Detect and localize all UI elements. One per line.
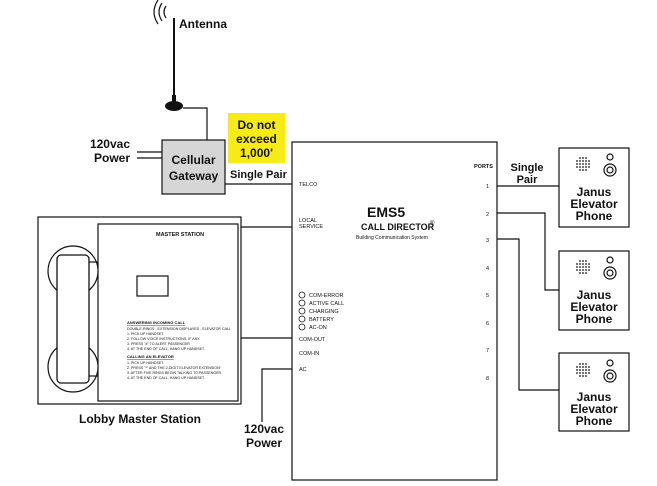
- phone-label-line1: Janus: [577, 185, 612, 199]
- local-service-label-1: LOCAL: [299, 218, 317, 224]
- ems5-title: EMS5: [367, 204, 405, 220]
- ac-on-led-label: AC-ON: [309, 325, 327, 331]
- antenna-icon: [153, 0, 183, 111]
- phone-label-line2: Elevator: [570, 197, 618, 211]
- instruction-line: DOUBLE-RINGS - EXTENSION DISPLAYED - ELE…: [127, 327, 231, 331]
- phone-label-line2: Elevator: [570, 402, 618, 416]
- indicator-light-icon: [606, 359, 614, 367]
- single-pair-left-label: Single Pair: [230, 169, 288, 181]
- active-call-led-label: ACTIVE CALL: [309, 301, 344, 307]
- instruction-line: 3. PRESS "#" TO ALERT PASSENGER: [127, 342, 190, 346]
- charging-led-label: CHARGING: [309, 309, 339, 315]
- port-2-wire: [497, 212, 559, 291]
- cellular-gateway-box: [161, 139, 226, 195]
- single-pair-right-line1: Single: [510, 162, 543, 174]
- telco-label: TELCO: [299, 182, 318, 188]
- power-top-line1: 120vac: [90, 137, 130, 151]
- battery-led-label: BATTERY: [309, 317, 334, 323]
- gateway-line2: Gateway: [169, 169, 219, 183]
- phone-label-line3: Phone: [576, 209, 613, 223]
- ac-on-led: [298, 323, 306, 331]
- port-3-wire: [497, 238, 559, 391]
- instruction-line: 1. PICK UP HANDSET.: [127, 361, 164, 365]
- active-call-led: [298, 299, 306, 307]
- speaker-grille-icon: [576, 363, 590, 377]
- port-number: 8: [486, 376, 489, 382]
- indicator-light-icon: [606, 256, 614, 264]
- janus-elevator-phone: Janus Elevator Phone: [558, 250, 630, 331]
- phone-label-line2: Elevator: [570, 300, 618, 314]
- ems5-call-director-box: [291, 141, 498, 481]
- port-number: 3: [486, 238, 489, 244]
- instruction-line: 2. FOLLOW VOICE INSTRUCTIONS, IF ANY.: [127, 337, 200, 341]
- port-number: 2: [486, 212, 489, 218]
- com-error-led-label: COM-ERROR: [309, 293, 344, 299]
- ems5-subtitle: CALL DIRECTOR: [361, 222, 435, 232]
- power-top-line2: Power: [94, 151, 130, 165]
- ac-power-wire: [261, 368, 292, 422]
- port-number: 1: [486, 184, 489, 190]
- ems5-registered-mark: ®: [430, 220, 435, 227]
- speaker-grille-icon: [576, 260, 590, 274]
- port-number: 4: [486, 266, 489, 272]
- status-led-list: COM-ERROR ACTIVE CALL CHARGING BATTERY A…: [298, 291, 344, 331]
- phone-label-line3: Phone: [576, 312, 613, 326]
- warning-line2: exceed: [236, 132, 277, 146]
- ac-label: AC: [299, 367, 307, 373]
- phone-label-line1: Janus: [577, 288, 612, 302]
- handset-icon: [47, 245, 99, 393]
- phone-label-line3: Phone: [576, 414, 613, 428]
- instruction-line: 4. AT THE END OF CALL, HANG UP HANDSET.: [127, 347, 205, 351]
- ems5-tagline: Building Communication System: [356, 235, 428, 241]
- gateway-line1: Cellular: [171, 153, 215, 167]
- janus-elevator-phone: Janus Elevator Phone: [558, 147, 630, 228]
- port-number: 5: [486, 293, 489, 299]
- phone-label-line1: Janus: [577, 390, 612, 404]
- calling-title: CALLING AN ELEVATOR: [127, 354, 174, 359]
- battery-led: [298, 315, 306, 323]
- answering-title: ANSWERING INCOMING CALL: [127, 320, 186, 325]
- master-station-panel-title: MASTER STATION: [156, 232, 204, 238]
- master-station-instructions: ANSWERING INCOMING CALL DOUBLE-RINGS - E…: [127, 320, 231, 380]
- power-bottom-line2: Power: [246, 436, 282, 450]
- com-out-label: COM-OUT: [299, 337, 326, 343]
- antenna-wire: [183, 107, 208, 140]
- instruction-line: 2. PRESS "*" AND THE 2-DIGIT ELEVATOR EX…: [127, 366, 222, 370]
- warning-line3: 1,000': [240, 146, 273, 160]
- instruction-line: 3. AFTER FIVE RINGS BEGIN TALKING TO PAS…: [127, 371, 222, 375]
- port-number: 6: [486, 321, 489, 327]
- antenna-label: Antenna: [179, 17, 227, 31]
- warning-line1: Do not: [238, 118, 276, 132]
- janus-elevator-phone: Janus Elevator Phone: [558, 352, 630, 432]
- instruction-line: 1. PICK UP HANDSET.: [127, 332, 164, 336]
- port-number: 7: [486, 348, 489, 354]
- lobby-master-station-caption: Lobby Master Station: [79, 412, 201, 426]
- master-station-display: [136, 275, 169, 297]
- local-service-label-2: SERVICE: [299, 224, 323, 230]
- power-bottom-line1: 120vac: [244, 422, 284, 436]
- distance-warning-box: [228, 113, 285, 163]
- master-station-panel: [97, 223, 239, 402]
- charging-led: [298, 307, 306, 315]
- single-pair-right-line2: Pair: [517, 174, 539, 186]
- com-error-led: [298, 291, 306, 299]
- com-in-label: COM-IN: [299, 351, 319, 357]
- indicator-light-icon: [606, 153, 614, 161]
- instruction-line: 4. AT THE END OF CALL, HANG UP HANDSET.: [127, 376, 205, 380]
- port-number-list: 1 2 3 4 5 6 7 8: [486, 184, 489, 382]
- ports-header: PORTS: [474, 164, 493, 170]
- speaker-grille-icon: [576, 157, 590, 171]
